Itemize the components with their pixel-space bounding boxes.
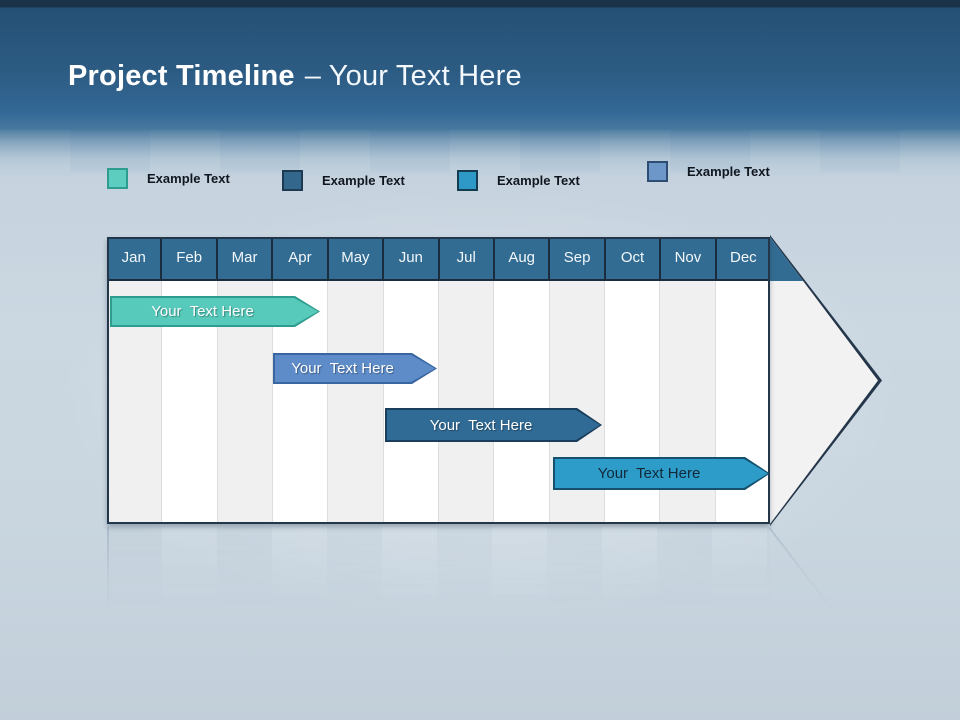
month-cell: May [329,237,385,279]
month-column [161,237,217,524]
legend-item: Example Text [107,168,230,189]
background-collage-band [0,130,960,172]
bar-label: Your Text Here [151,303,254,320]
month-column [493,237,549,524]
reflection-arrow-edge [768,527,881,672]
chart-reflection [107,527,882,672]
month-cell: Jun [384,237,440,279]
month-cell: Nov [661,237,717,279]
title-main: Project Timeline [68,60,295,92]
legend-label: Example Text [147,171,230,186]
month-cell: Dec [730,249,757,266]
bar-label: Your Text Here [291,360,394,377]
title-suffix: – Your Text Here [304,60,522,92]
legend-item: Example Text [457,170,580,191]
bar-label: Your Text Here [429,416,533,434]
legend-swatch-teal [107,168,128,189]
month-cell: Feb [162,237,218,279]
legend-swatch-blue [457,170,478,191]
month-cell: Mar [218,237,274,279]
month-cell: Apr [273,237,329,279]
month-cell: Aug [495,237,551,279]
month-header-row: Jan Feb Mar Apr May Jun Jul Aug Sep Oct … [107,237,770,281]
month-column [107,237,162,524]
reflection-stripes [107,527,770,637]
legend-label: Example Text [687,164,770,179]
bar-label: Your Text Here [597,465,701,482]
gantt-bar-1: Your Text Here [110,296,320,327]
legend-label: Example Text [497,173,580,188]
chart-arrowhead [770,235,882,526]
arrowhead-header-fill [770,237,878,281]
month-cell: Oct [606,237,662,279]
gantt-bar-4: Your Text Here [553,457,770,490]
legend-swatch-darkblue [282,170,303,191]
gantt-bar-2: Your Text Here [273,353,437,384]
page-title: Project Timeline – Your Text Here [68,60,522,93]
month-column [216,237,272,524]
legend-item: Example Text [282,170,405,191]
gantt-bar-fill: Your Text Here [275,355,435,382]
month-column [437,237,494,524]
month-cell: Jul [440,237,495,279]
reflection-left-edge [107,527,109,637]
timeline-chart: Jan Feb Mar Apr May Jun Jul Aug Sep Oct … [107,235,882,526]
legend-swatch-lightblue [647,161,668,182]
month-cell: Jan [107,237,163,279]
arrowhead-header-band [770,235,882,281]
gantt-bar-fill: Your Text Here [555,459,768,488]
month-cell: Sep [550,237,606,279]
gantt-bar-fill: Your Text Here [112,298,318,325]
legend-label: Example Text [322,173,405,188]
gantt-bar-3: Your Text Here [385,408,602,442]
gantt-bar-fill: Your Text Here [387,410,600,440]
legend-item: Example Text [647,161,770,182]
